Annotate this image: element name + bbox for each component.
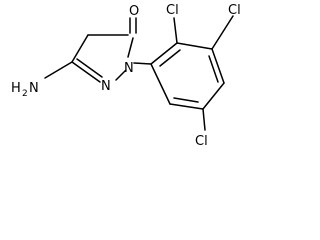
bond-carbonyl-n1 [127,37,134,58]
chlorine-bottom-label: Cl [195,134,208,149]
bond-ar4-ar5 [202,82,225,110]
chlorine-upper-left-label: Cl [166,3,179,18]
structure-svg: O N N H 2 N Cl Cl Cl [11,3,241,149]
bond-aromatic-inner-1 [159,49,181,67]
bond-ar6-ar1 [150,63,171,105]
ring-nitrogen-1-label: N [124,61,134,76]
bond-ar3-ar4 [211,48,225,84]
bond-c3-n2-2 [76,58,103,78]
bond-aromatic-inner-2 [208,55,219,83]
bond-ch2-c3 [71,34,89,63]
bond-ar2-cl [173,17,178,44]
chlorine-top-label: Cl [228,3,241,18]
bond-n1-aryl [133,62,152,65]
amine-subscript-label: 2 [22,89,28,99]
bond-ar5-cl [202,108,206,131]
bond-ar3-methyl [211,15,234,50]
bond-n2-n1 [115,69,127,81]
bond-c3-n2-1 [71,61,101,83]
amine-n-label: N [29,81,39,96]
molecule-canvas: O N N H 2 N Cl Cl Cl [0,0,247,155]
bond-aromatic-inner-3 [173,97,199,103]
bond-ar5-ar6 [169,103,204,110]
ring-nitrogen-2-label: N [101,79,111,94]
bond-ar2-ar3 [176,42,213,50]
oxygen-label: O [129,4,139,19]
amine-h-label: H [11,81,21,96]
bond-c3-nh2 [44,61,73,79]
bond-ar1-ar2 [150,42,178,65]
